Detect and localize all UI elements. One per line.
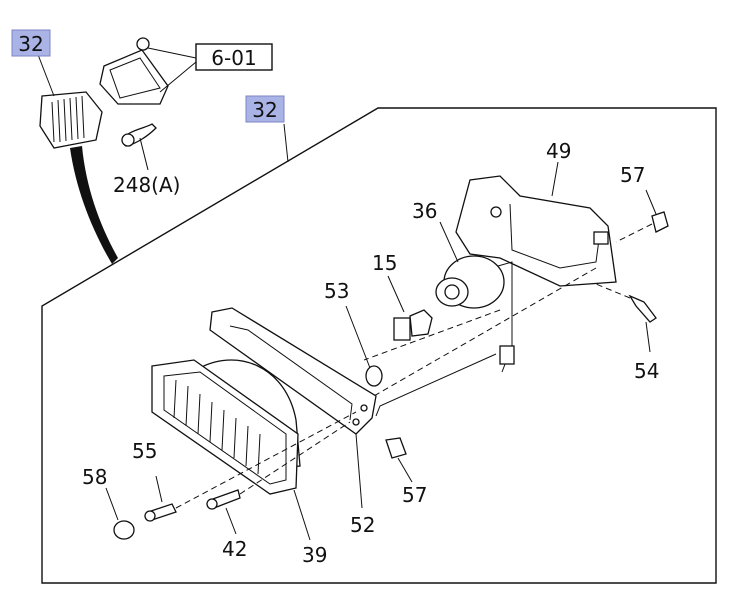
callout-box-32-inset: [11, 29, 51, 57]
label-42[interactable]: 42: [222, 537, 247, 561]
label-54[interactable]: 54: [634, 359, 659, 383]
label-57-top[interactable]: 57: [620, 163, 645, 187]
label-6-01[interactable]: 6-01: [211, 46, 256, 70]
reference-arrow: [70, 146, 118, 264]
clip-57-bottom: [385, 437, 413, 483]
detail-frame: [41, 107, 717, 584]
frame-52: [209, 307, 377, 435]
grommet-53: [345, 305, 383, 387]
label-55[interactable]: 55: [132, 439, 157, 463]
bracket-49: [455, 175, 617, 287]
label-15[interactable]: 15: [372, 251, 397, 275]
callout-32-main[interactable]: 32: [252, 98, 277, 122]
label-52[interactable]: 52: [350, 513, 375, 537]
inset-assembly: [36, 37, 197, 264]
reference-box-6-01: [195, 43, 273, 71]
label-39[interactable]: 39: [302, 543, 327, 567]
socket-36: [435, 255, 515, 373]
lamp-housing-39: [151, 359, 301, 495]
label-57-bottom[interactable]: 57: [402, 483, 427, 507]
callout-32-inset[interactable]: 32: [18, 32, 43, 56]
screw-42: [206, 489, 241, 535]
screw-54: [628, 294, 657, 353]
bulb-15: [387, 275, 433, 341]
label-58[interactable]: 58: [82, 465, 107, 489]
callout-box-32-main: [245, 95, 285, 123]
label-49[interactable]: 49: [546, 139, 571, 163]
label-53[interactable]: 53: [324, 279, 349, 303]
cap-58: [105, 487, 135, 540]
label-248a[interactable]: 248(A): [113, 173, 180, 197]
label-36[interactable]: 36: [412, 199, 437, 223]
screw-55: [144, 475, 177, 522]
clip-57-top: [645, 189, 669, 233]
